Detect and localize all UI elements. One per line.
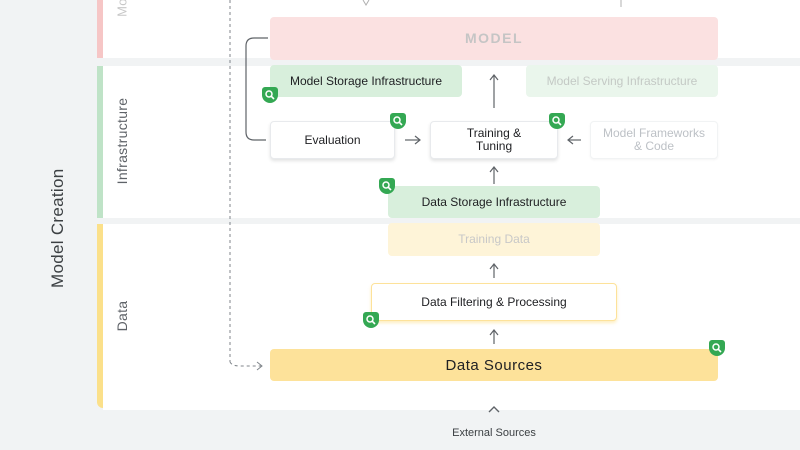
model-rail [97, 0, 103, 58]
model-frameworks-box: Model Frameworks & Code [590, 121, 718, 159]
data-sources-box: Data Sources [270, 349, 718, 381]
evaluation-box: Evaluation [270, 121, 395, 159]
infrastructure-rail [97, 66, 103, 218]
search-shield-icon [709, 340, 725, 356]
data-storage-infrastructure-box: Data Storage Infrastructure [388, 186, 600, 218]
training-tuning-label: Training & Tuning [466, 126, 522, 153]
search-shield-icon [363, 312, 379, 328]
search-shield-icon [549, 113, 565, 129]
search-shield-icon [379, 178, 395, 194]
model-serving-infrastructure-box: Model Serving Infrastructure [526, 65, 718, 97]
training-data-box: Training Data [388, 223, 600, 256]
search-shield-icon [390, 113, 406, 129]
training-tuning-box: Training & Tuning [430, 121, 558, 159]
data-rail [97, 224, 103, 408]
external-sources-label: External Sources [452, 427, 536, 439]
search-shield-icon [262, 87, 278, 103]
model-storage-infrastructure-box: Model Storage Infrastructure [270, 65, 462, 97]
model-box: MODEL [270, 17, 718, 60]
model-frameworks-label: Model Frameworks & Code [602, 126, 706, 153]
data-filtering-processing-box: Data Filtering & Processing [371, 283, 617, 321]
